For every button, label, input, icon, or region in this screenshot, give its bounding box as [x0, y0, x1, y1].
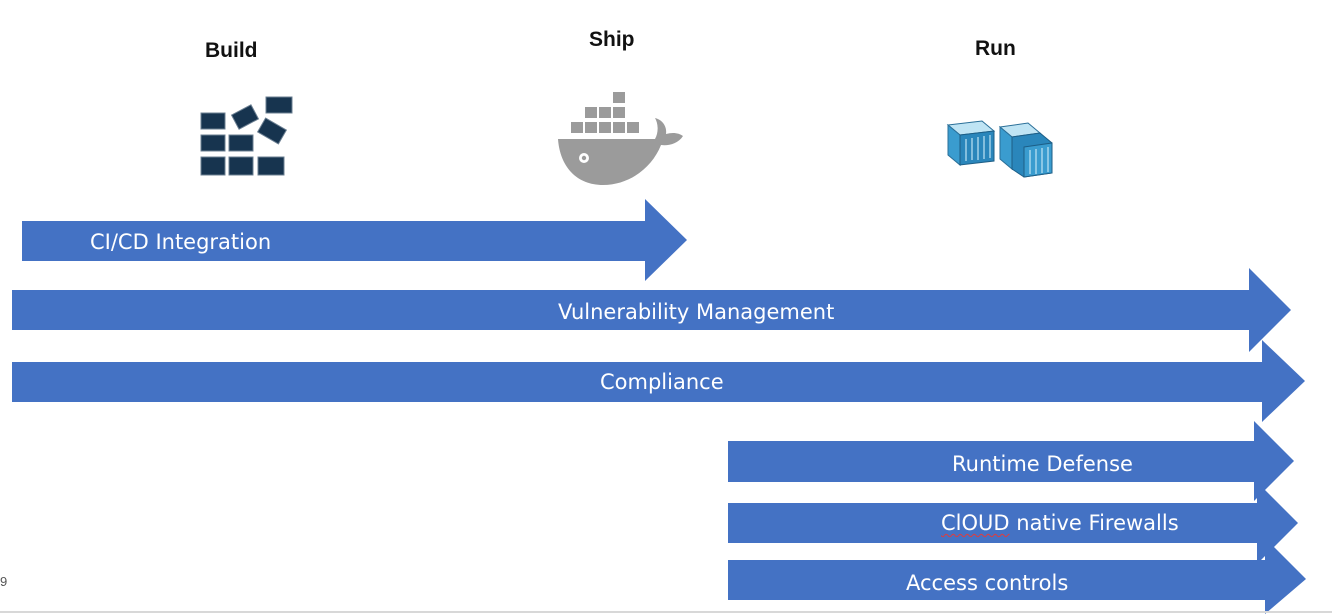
compliance-label: Compliance [600, 370, 724, 394]
shipping-containers-icon [946, 120, 1053, 178]
runtime-defense-label: Runtime Defense [952, 452, 1133, 476]
access-controls-arrow [728, 538, 1306, 614]
stage-ship-label: Ship [589, 28, 635, 51]
brick-wall-icon [200, 96, 293, 176]
cloud-misspelled-word: ClOUD [941, 511, 1010, 535]
docker-whale-icon [558, 92, 683, 185]
access-controls-label: Access controls [906, 571, 1069, 595]
vulnerability-label: Vulnerability Management [558, 300, 835, 324]
stage-build-label: Build [205, 39, 258, 62]
runtime-arrow [728, 421, 1294, 501]
cloud-firewalls-arrow [728, 482, 1298, 564]
slide-number: 9 [0, 574, 8, 589]
cloud-firewalls-label: ClOUD native Firewalls [941, 513, 1179, 534]
footer-divider [0, 611, 1332, 613]
cicd-arrow [22, 199, 687, 281]
vulnerability-arrow [12, 268, 1291, 352]
stage-run-label: Run [975, 37, 1016, 60]
cloud-firewalls-rest: native Firewalls [1009, 511, 1179, 535]
compliance-arrow [12, 340, 1305, 422]
cicd-label: CI/CD Integration [90, 230, 272, 254]
